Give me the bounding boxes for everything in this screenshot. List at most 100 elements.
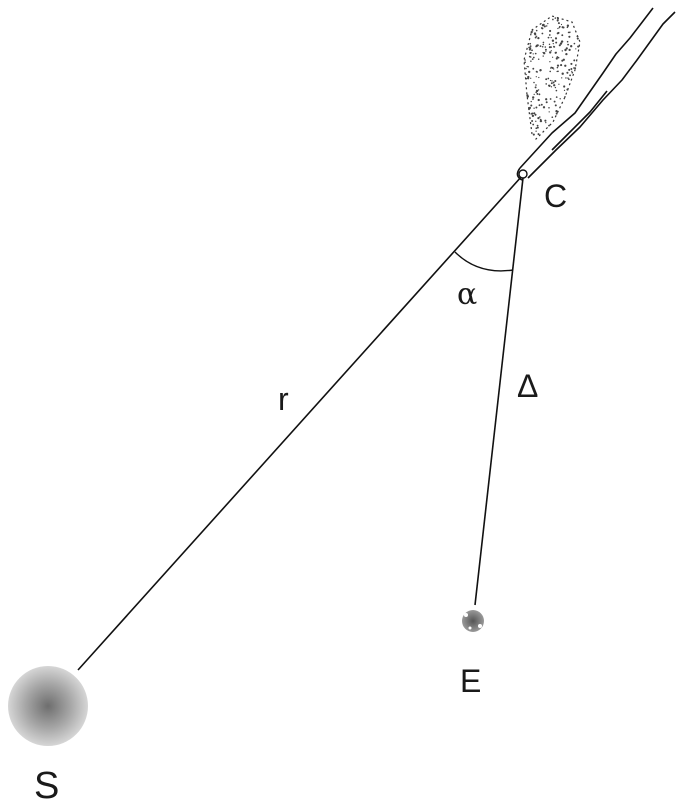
coma-dot [538,104,541,107]
coma-dot [557,17,559,20]
coma-dot [549,29,552,33]
comet-tail [516,7,676,181]
coma-dot [548,111,550,113]
coma-dot [570,68,573,70]
coma-dot [524,59,526,61]
coma-dot [529,106,531,109]
earth-comet-line [474,177,524,606]
coma-dot [547,84,550,86]
sun-label: S [34,765,59,803]
sun-comet-line [77,175,523,671]
coma-dot [537,133,540,136]
coma-dot [537,36,540,40]
coma-dot [548,46,551,49]
coma-dot [568,35,571,38]
coma-dot [530,77,532,79]
coma-dot [538,93,541,96]
coma-dot [534,86,537,89]
coma-dot [567,43,570,46]
coma-dot [532,133,535,136]
coma-dot [556,66,559,69]
coma-dot [554,79,557,83]
coma-dot [534,113,537,116]
coma-dot [532,30,534,32]
coma-dot [555,112,558,115]
coma-dot [566,40,569,43]
coma-dot [545,101,548,104]
coma-dot [535,120,537,123]
coma-dot [545,25,548,27]
coma-dot [545,83,548,85]
earth-comet-distance-label: Δ [517,368,538,404]
coma-dot [568,78,570,81]
comet-label: C [544,178,567,214]
coma-dot [535,130,537,132]
coma-dot [548,43,551,46]
coma-dot [563,89,566,92]
coma-dot [537,58,540,60]
coma-dot [555,41,558,44]
coma-dot [535,84,537,86]
coma-dot [531,112,534,115]
coma-dot [532,123,535,126]
coma-dot [531,120,534,122]
coma-dot [534,52,537,55]
coma-dot [533,93,535,96]
coma-dot [533,107,535,109]
coma-dot [573,67,575,69]
coma-dot [524,61,526,64]
coma-dot [547,22,549,25]
coma-dot [555,51,557,54]
coma-dot [555,96,558,98]
coma-dot [542,41,545,44]
coma-dot [553,100,556,103]
coma-dot [555,110,558,113]
coma-dot [525,78,528,80]
coma-dot [559,98,561,100]
coma-dot [531,49,533,52]
coma-dot [549,61,551,63]
earth-label: E [460,663,481,699]
coma-dot [562,58,565,61]
coma-dot [535,35,538,37]
coma-dot [556,64,560,67]
coma-dot [542,106,546,109]
coma-dot [551,39,555,42]
coma-dot [536,71,538,73]
coma-dot [549,79,552,82]
earth-marker [462,610,484,632]
coma-dot [527,66,530,68]
coma-dot [533,112,536,115]
coma-dot [553,84,556,87]
coma-dot [559,42,563,45]
coma-dot [551,116,554,119]
coma-dot [548,124,550,127]
coma-dot [535,127,538,130]
coma-dot [533,81,535,84]
coma-dot [568,48,571,52]
coma-dot [531,58,534,60]
coma-dot [554,104,557,107]
coma-dot [539,45,542,48]
coma-dot [575,48,577,50]
coma-dot [551,80,553,82]
coma-dot [573,59,576,62]
coma-dot [556,19,559,22]
coma-dot [541,27,544,30]
coma-dot [549,51,552,54]
sun-comet-distance-label: r [278,381,289,417]
coma-dot [535,45,537,48]
coma-dot [535,76,537,78]
coma-dot [571,70,573,73]
coma-dot [530,104,533,107]
coma-dot [571,71,574,74]
coma-dot [566,24,570,27]
coma-dot [529,47,532,50]
coma-dot [568,68,571,71]
coma-dot [570,45,573,48]
coma-dot [549,98,552,100]
coma-dot [552,18,554,21]
coma-dot [538,76,540,79]
coma-dot [537,98,540,102]
